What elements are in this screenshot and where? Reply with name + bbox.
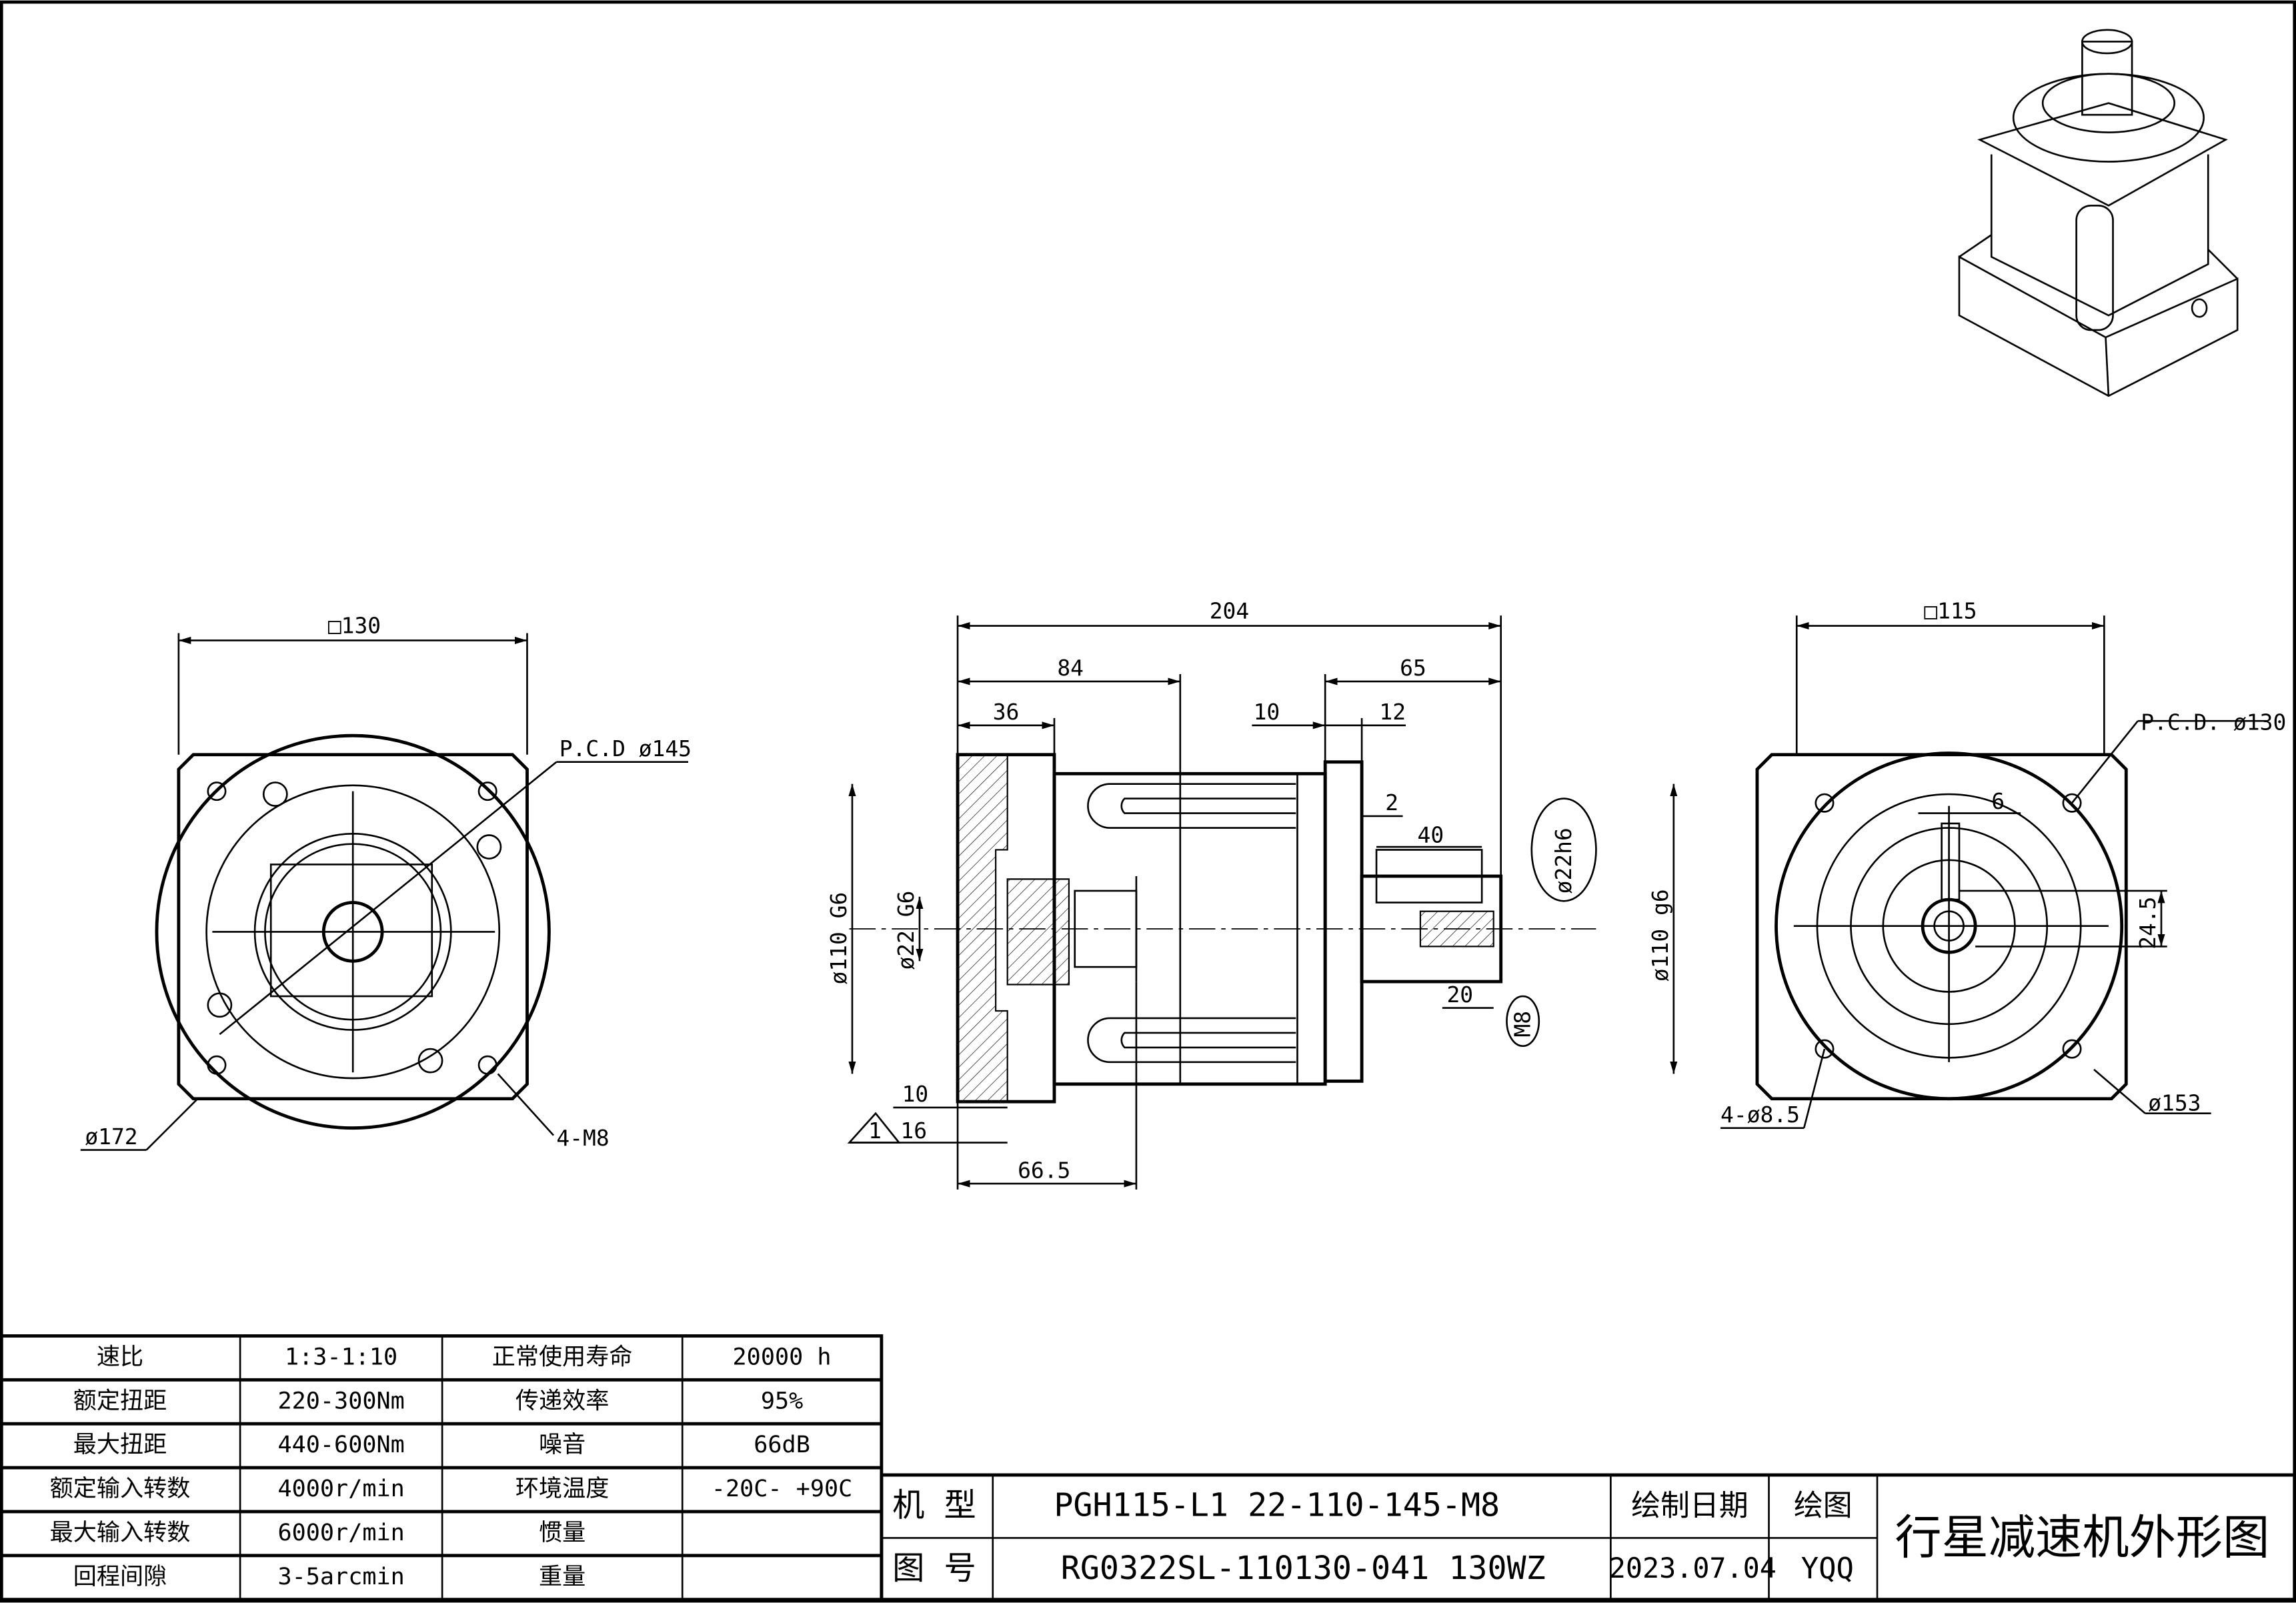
datum-triangle-icon [847,1112,901,1144]
spec-label: 额定扭距 [73,1387,167,1414]
spec-label: 正常使用寿命 [492,1343,633,1370]
dim-pilot-110-g6-left: ø110 G6 [826,892,852,985]
title-block: 机 型 PGH115-L1 22-110-145-M8 图 号 RG0322SL… [880,1473,2296,1602]
spec-value: 220-300Nm [277,1387,404,1414]
spec-label: 噪音 [539,1431,586,1458]
dim-dia-172: ø172 [85,1124,137,1150]
dim-square-115: □115 [1924,598,1977,624]
side-dimensions: 204 84 65 36 10 12 2 40 ø22h6 ø110 G6 ø2… [826,598,1678,1190]
rear-bolt-holes [1815,793,2082,1059]
dim-10-top: 10 [1254,699,1280,725]
dim-4-dia-8-5: 4-ø8.5 [1720,1102,1800,1128]
dim-65: 65 [1400,655,1426,681]
dim-pcd-145: P.C.D ø145 [559,735,692,761]
dim-pcd-130: P.C.D. ø130 [2141,709,2286,735]
side-view: 204 84 65 36 10 12 2 40 ø22h6 ø110 G6 ø2… [826,598,1678,1190]
dim-key-6: 6 [1991,788,2005,814]
dim-16: 16 [900,1118,927,1144]
dim-2: 2 [1385,789,1398,816]
dim-10-bottom: 10 [902,1081,929,1107]
spec-label: 回程间隙 [73,1563,167,1590]
drawing-no-value: RG0322SL-110130-041 130WZ [1061,1550,1546,1587]
spec-value: 66dB [754,1431,810,1458]
date-label: 绘制日期 [1631,1488,1749,1522]
dim-204: 204 [1210,598,1249,624]
rear-view: □115 P.C.D. ø130 6 24.5 4-ø8.5 ø153 [1720,598,2286,1129]
spec-value: 3-5arcmin [277,1563,404,1590]
dim-66-5: 66.5 [1018,1157,1070,1183]
spec-value: 440-600Nm [277,1431,404,1458]
dim-40: 40 [1418,822,1444,848]
spec-table-cells: 速比 1:3-1:10 正常使用寿命 20000 h 额定扭距 220-300Nm 传递效率… [50,1343,853,1590]
spec-value: -20C- +90C [712,1475,852,1502]
bolt-holes [207,781,502,1075]
drawer-label: 绘图 [1794,1488,1853,1522]
dim-pilot-110-g6-right: ø110 g6 [1647,889,1673,982]
spec-value: 4000r/min [277,1475,404,1502]
spec-label: 惯量 [539,1519,586,1546]
spec-value: 6000r/min [277,1519,404,1546]
spec-label: 最大扭距 [73,1431,167,1458]
dim-dia-153: ø153 [2148,1090,2201,1116]
spec-table [0,1334,884,1602]
dim-bore-22-g6: ø22 G6 [893,891,919,970]
dim-84: 84 [1057,655,1084,681]
model-value: PGH115-L1 22-110-145-M8 [1054,1486,1500,1524]
isometric-view [1958,29,2239,397]
dim-thread-m8: M8 [1510,1011,1536,1038]
spec-value: 95% [761,1387,803,1414]
spec-label: 额定输入转数 [50,1475,191,1502]
dim-4-m8: 4-M8 [556,1125,609,1151]
model-label: 机 型 [892,1486,976,1524]
dim-36: 36 [993,699,1020,725]
spec-label: 速比 [97,1343,143,1370]
dim-shaft-22h6: ø22h6 [1550,828,1576,894]
dim-square-130: □130 [328,612,381,638]
drawer-value: YQQ [1801,1552,1854,1586]
drawing-title: 行星减速机外形图 [1895,1510,2269,1565]
dim-12: 12 [1379,699,1406,725]
spec-label: 最大输入转数 [50,1519,191,1546]
spec-value: 1:3-1:10 [285,1343,397,1370]
spec-label: 传递效率 [515,1387,610,1414]
spec-value: 20000 h [733,1343,832,1370]
dim-key-24-5: 24.5 [2135,896,2161,949]
dim-20: 20 [1446,982,1473,1008]
datum-number: 1 [868,1118,882,1144]
date-value: 2023.07.04 [1609,1552,1777,1584]
drawing-no-label: 图 号 [892,1550,976,1587]
spec-label: 重量 [539,1563,586,1590]
spec-label: 环境温度 [515,1475,610,1502]
front-view: □130 P.C.D ø145 ø172 4-M8 [80,612,692,1151]
